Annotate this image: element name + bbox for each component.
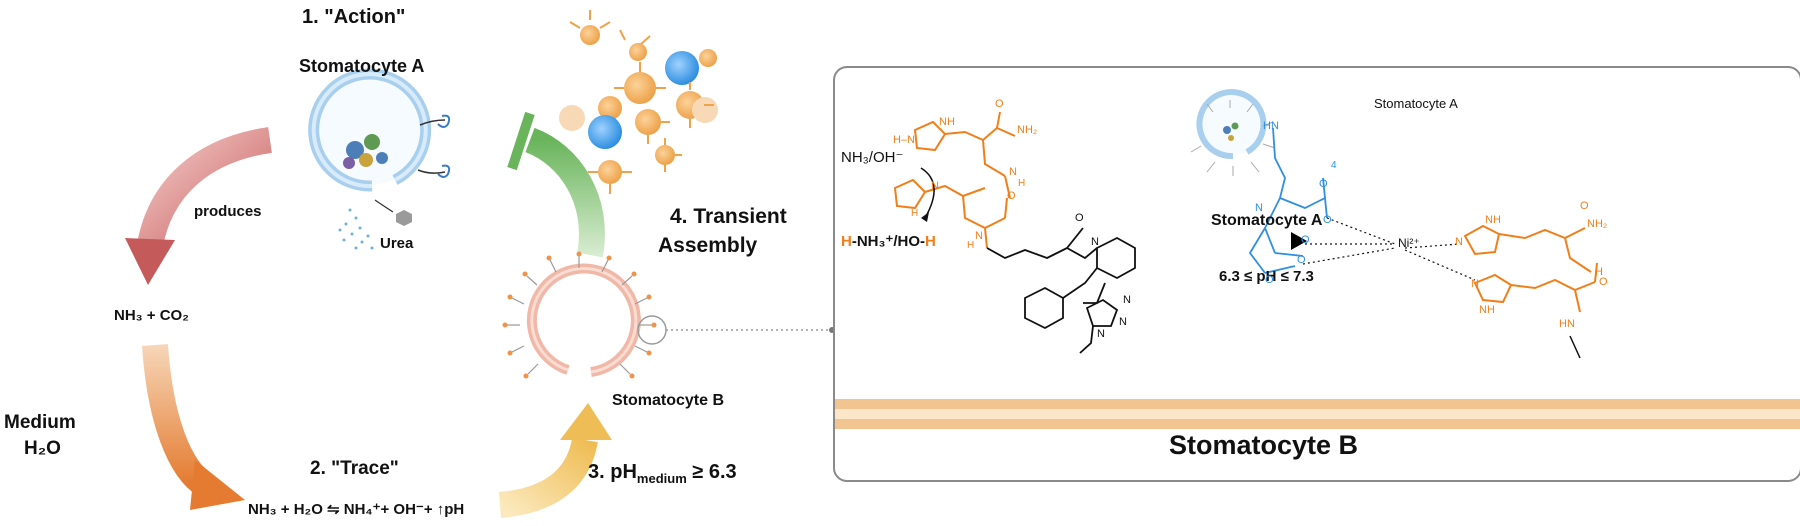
stomatocyte-b-label: Stomatocyte B bbox=[612, 392, 725, 409]
stomatocyte-a-label: Stomatocyte A bbox=[299, 56, 425, 76]
chem-o-mid: O bbox=[1007, 190, 1016, 202]
chem-nh-r1: NH bbox=[1485, 214, 1501, 226]
chem-n-3: N bbox=[975, 230, 983, 242]
stomatocyte-a-chem-label: Stomatocyte A bbox=[1374, 96, 1458, 111]
chem-n-r2: N bbox=[1471, 278, 1479, 290]
produces-arrow bbox=[137, 127, 273, 248]
chem-nh-r3: NH bbox=[1479, 304, 1495, 316]
ph-arrow bbox=[498, 437, 598, 518]
chem-h-r2: H bbox=[1595, 266, 1603, 278]
chem-nh2-r: NH₂ bbox=[1587, 218, 1608, 230]
chem-h-1: H bbox=[1018, 178, 1026, 189]
chem-n-tri2: N bbox=[1119, 316, 1127, 328]
h2o-label: H₂O bbox=[24, 438, 61, 459]
chem-n-ring: N bbox=[1091, 236, 1099, 248]
zoom-circle bbox=[637, 315, 667, 345]
produces-label: produces bbox=[194, 203, 262, 220]
chem-hn-r: HN bbox=[1559, 318, 1575, 330]
chem-n-tri3: N bbox=[1097, 328, 1105, 340]
stomatocyte-b-ligands bbox=[507, 256, 652, 375]
reaction-arrowhead bbox=[1291, 232, 1307, 250]
ph-arrowhead bbox=[560, 403, 612, 440]
step-3-sub: medium bbox=[636, 471, 687, 486]
anchor-line bbox=[1569, 335, 1581, 359]
coordination-bonds bbox=[1302, 217, 1476, 281]
stomatocyte-b-icon bbox=[502, 251, 667, 379]
chem-o-blue2: O bbox=[1323, 214, 1332, 226]
ni-label: Ni²⁺ bbox=[1398, 236, 1420, 250]
proton-h1: H bbox=[841, 233, 852, 250]
chem-h-2: H bbox=[911, 208, 919, 219]
step-3-label: 3. pHmedium ≥ 6.3 bbox=[588, 461, 737, 486]
urea-hexagon bbox=[396, 210, 412, 226]
chem-nh-top: NH bbox=[939, 116, 955, 128]
assembly-bar bbox=[507, 111, 535, 171]
panel-structures bbox=[893, 89, 1598, 359]
reaction-arrow-label: Stomatocyte A bbox=[1211, 212, 1323, 229]
chem-h-n-plus: H–N bbox=[893, 134, 916, 146]
chem-o-blue5: O bbox=[1265, 274, 1274, 286]
stomatocyte-a-icon bbox=[308, 68, 451, 192]
chem-o-top: O bbox=[995, 98, 1004, 110]
chem-o-blue3: O bbox=[1301, 234, 1310, 246]
equation-label: NH₃ + H₂O ⇋ NH₄⁺+ OH⁻+ ↑pH bbox=[248, 501, 465, 518]
urea-arrow bbox=[374, 199, 394, 213]
chem-n-2: N bbox=[931, 180, 939, 192]
membrane-band-outer-2 bbox=[835, 419, 1800, 429]
chem-o-mid2: O bbox=[1075, 212, 1084, 224]
membrane-band-outer bbox=[835, 399, 1800, 409]
panel-title: Stomatocyte B bbox=[1169, 430, 1359, 460]
trace-arrowhead bbox=[190, 460, 245, 510]
step-4-line2: Assembly bbox=[658, 234, 758, 257]
chem-o-blue4: O bbox=[1297, 254, 1306, 266]
his-peptide-right bbox=[1463, 224, 1598, 313]
chem-o-r2: O bbox=[1599, 276, 1608, 288]
ni-nta-structure bbox=[1248, 127, 1328, 274]
step-3-suffix: ≥ 6.3 bbox=[686, 461, 737, 483]
chem-n-tri1: N bbox=[1123, 294, 1131, 306]
chem-n-blue: N bbox=[1255, 202, 1263, 214]
step-2-label: 2. "Trace" bbox=[310, 458, 399, 479]
chem-nh2-top: NH₂ bbox=[1017, 124, 1038, 136]
protonated-label: H-NH₃⁺/HO-H bbox=[841, 232, 936, 250]
stomatocyte-a-small-cargo bbox=[1223, 122, 1239, 141]
nh3-oh-label: NH₃/OH⁻ bbox=[841, 149, 904, 166]
medium-label: Medium bbox=[4, 412, 76, 433]
step-1-label: 1. "Action" bbox=[302, 6, 406, 28]
assembly-cluster bbox=[559, 10, 718, 194]
urea-label: Urea bbox=[380, 235, 414, 252]
protonation-arrow bbox=[920, 167, 935, 219]
protonated-mid: -NH₃⁺/HO- bbox=[851, 233, 926, 250]
chem-four: 4 bbox=[1331, 160, 1337, 171]
stomatocyte-b-ligand-tips bbox=[502, 251, 657, 379]
chem-n-1: N bbox=[1009, 166, 1017, 178]
chem-h-3: H bbox=[967, 240, 975, 251]
chem-n-r1: N bbox=[1455, 236, 1463, 248]
membrane-band-inner bbox=[835, 409, 1800, 419]
produces-arrowhead bbox=[125, 238, 175, 285]
his-peptide-left bbox=[893, 111, 1016, 249]
stomatocyte-a-small-arms bbox=[1190, 100, 1276, 176]
assembly-arrow bbox=[524, 127, 605, 258]
chem-o-r: O bbox=[1580, 200, 1589, 212]
chem-o-blue1: O bbox=[1319, 178, 1328, 190]
ph-range-label: 6.3 ≤ pH ≤ 7.3 bbox=[1219, 268, 1314, 285]
dbco-linker bbox=[986, 227, 1136, 354]
nh3-co2-label: NH₃ + CO₂ bbox=[114, 307, 189, 324]
urea-dots bbox=[338, 208, 374, 250]
step-3-prefix: 3. pH bbox=[588, 461, 637, 483]
chem-hn-blue: HN bbox=[1263, 120, 1279, 132]
proton-h2: H bbox=[925, 233, 936, 250]
step-4-line1: 4. Transient bbox=[670, 205, 787, 228]
stomatocyte-a-small bbox=[1196, 89, 1267, 160]
detail-panel: NH₃/OH⁻ H-NH₃⁺/HO-H Stomatocyte A 6.3 ≤ … bbox=[833, 66, 1800, 482]
